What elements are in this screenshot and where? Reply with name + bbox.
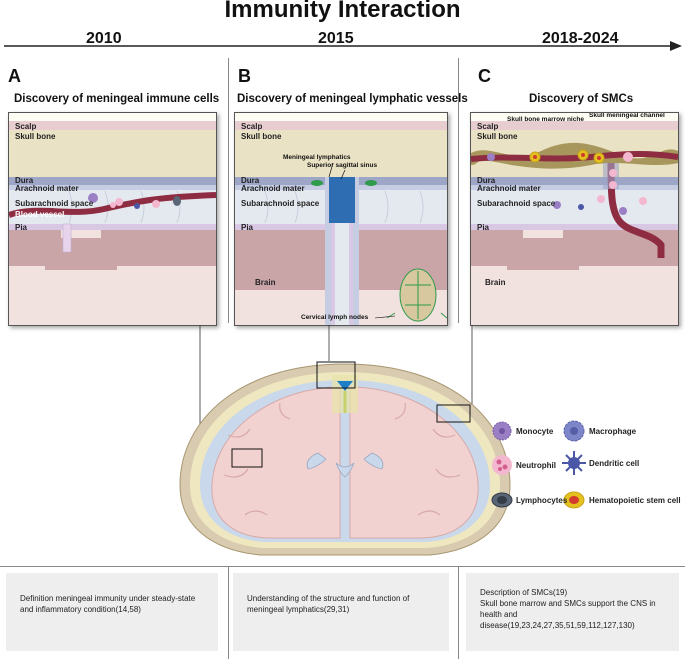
panel-b-illustration (235, 162, 447, 325)
skull-marrow-niche-label: Skull bone marrow niche (507, 116, 584, 123)
legend: Monocyte Macrophage Neutrophil Dendritic… (490, 418, 681, 518)
dura-label: Dura (477, 176, 496, 185)
summary-2010: Definition meningeal immunity under stea… (6, 573, 218, 651)
panel-a: Scalp Skull bone Dura Arachnoid mater Su… (8, 112, 217, 326)
pia-layer (471, 224, 678, 230)
subarachnoid-label: Subarachnoid space (15, 199, 94, 208)
skull-label: Skull bone (241, 132, 282, 141)
dura-layer (471, 177, 678, 185)
arachnoid-label: Arachnoid mater (241, 184, 305, 193)
dura-layer (9, 177, 216, 185)
subarachnoid-layer (471, 190, 678, 224)
timeline-arrow (4, 41, 682, 51)
panel-b-heading: Discovery of meningeal lymphatic vessels (237, 93, 468, 105)
skull-label: Skull bone (15, 132, 56, 141)
column-divider (228, 567, 229, 659)
cervical-lymph-nodes-label: Cervical lymph nodes (301, 314, 369, 321)
year-2015: 2015 (318, 30, 354, 47)
brain-label: Brain (255, 278, 276, 287)
legend-dendritic-cell: Dendritic cell (589, 459, 640, 468)
panel-letter-b: B (238, 66, 251, 86)
pia-label: Pia (477, 223, 490, 232)
summary-2015: Understanding of the structure and funct… (233, 573, 449, 651)
vessel-label: Blood vessel (15, 210, 65, 219)
summary-2018-2024: Description of SMCs(19) Skull bone marro… (466, 573, 679, 651)
column-divider (458, 567, 459, 659)
macrophage-icon (563, 420, 585, 442)
legend-neutrophil: Neutrophil (516, 461, 556, 470)
neutrophil-icon (492, 455, 512, 475)
superior-sagittal-sinus-label: Superior sagittal sinus (307, 162, 378, 169)
summary-rule (0, 566, 685, 567)
arachnoid-label: Arachnoid mater (15, 184, 79, 193)
legend-monocyte: Monocyte (516, 427, 554, 436)
skull-meningeal-channel-label: Skull meningeal channel (589, 112, 665, 119)
scalp-label: Scalp (15, 122, 37, 131)
panel-c-heading: Discovery of SMCs (529, 93, 634, 105)
skull-label: Skull bone (477, 132, 518, 141)
brain-cross-section (179, 325, 511, 556)
panel-c-illustration (471, 142, 678, 270)
panel-b: Scalp Skull bone Dura Arachnoid mater Su… (234, 112, 448, 326)
lymphocyte-icon (491, 492, 513, 508)
hematopoietic-stem-cell-icon (563, 491, 585, 509)
dendritic-cell-icon (562, 451, 586, 475)
pia-layer (9, 224, 216, 230)
scalp-layer (471, 121, 678, 130)
panel-letter-a: A (8, 66, 21, 86)
scalp-label: Scalp (477, 122, 499, 131)
scalp-layer (235, 121, 447, 130)
legend-icons (491, 420, 586, 509)
arachnoid-layer (471, 185, 678, 190)
scalp-layer (9, 121, 216, 130)
dura-label: Dura (15, 176, 34, 185)
pia-label: Pia (241, 223, 254, 232)
legend-lymphocytes: Lymphocytes (516, 496, 568, 505)
subarachnoid-label: Subarachnoid space (241, 199, 320, 208)
dura-label: Dura (241, 176, 260, 185)
subarachnoid-label: Subarachnoid space (477, 199, 556, 208)
legend-macrophage: Macrophage (589, 427, 637, 436)
year-2018-2024: 2018-2024 (542, 30, 619, 47)
skull-layer (9, 130, 216, 177)
figure-title: Immunity Interaction (224, 0, 461, 23)
brain-label: Brain (485, 278, 506, 287)
column-divider (228, 58, 229, 323)
skull-layer (235, 130, 447, 177)
panel-letter-c: C (478, 66, 491, 86)
panel-a-illustration (9, 190, 216, 270)
legend-hematopoietic-stem-cell: Hematopoietic stem cell (589, 496, 681, 505)
pia-label: Pia (15, 223, 28, 232)
column-divider (458, 58, 459, 323)
arachnoid-label: Arachnoid mater (477, 184, 541, 193)
monocyte-icon (492, 421, 512, 441)
scalp-label: Scalp (241, 122, 263, 131)
year-2010: 2010 (86, 30, 122, 47)
meningeal-lymphatics-label: Meningeal lymphatics (283, 154, 351, 161)
panel-a-heading: Discovery of meningeal immune cells (14, 93, 220, 105)
panel-c: Scalp Skull bone Dura Arachnoid mater Su… (470, 112, 679, 326)
arachnoid-layer (9, 185, 216, 190)
